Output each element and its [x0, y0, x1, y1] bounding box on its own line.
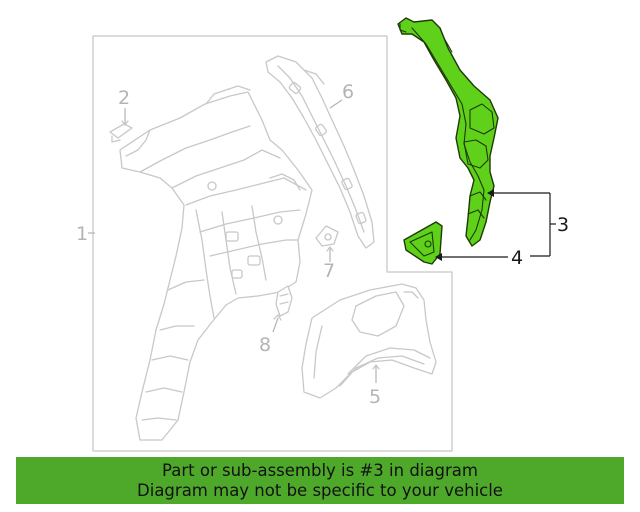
callout-6: 6	[342, 81, 354, 103]
parts-diagram: 1 2	[76, 17, 569, 452]
info-banner: Part or sub-assembly is #3 in diagram Di…	[16, 457, 624, 504]
banner-line-2: Diagram may not be specific to your vehi…	[137, 481, 503, 500]
callout-3-leader	[487, 189, 556, 257]
part-2-clip	[109, 108, 133, 143]
callout-8: 8	[259, 334, 271, 356]
banner-line-1: Part or sub-assembly is #3 in diagram	[162, 461, 478, 480]
callout-2: 2	[118, 87, 130, 109]
callout-4: 4	[511, 247, 523, 269]
part-3-highlighted-pillar	[397, 17, 499, 247]
callout-4-leader	[435, 253, 508, 261]
part-5-wheelhouse	[301, 283, 437, 399]
callout-7: 7	[323, 260, 335, 282]
callout-5: 5	[369, 386, 381, 408]
assembly-outline-box	[92, 35, 453, 452]
callout-1: 1	[76, 223, 88, 245]
part-1-quarter-inner-panel	[119, 85, 313, 441]
part-8-bracket	[272, 285, 293, 333]
part-7-bracket	[315, 225, 339, 262]
part-4-highlighted-bracket	[403, 221, 443, 265]
part-6-pillar-reinforcement	[265, 55, 375, 249]
callout-3: 3	[557, 214, 569, 236]
